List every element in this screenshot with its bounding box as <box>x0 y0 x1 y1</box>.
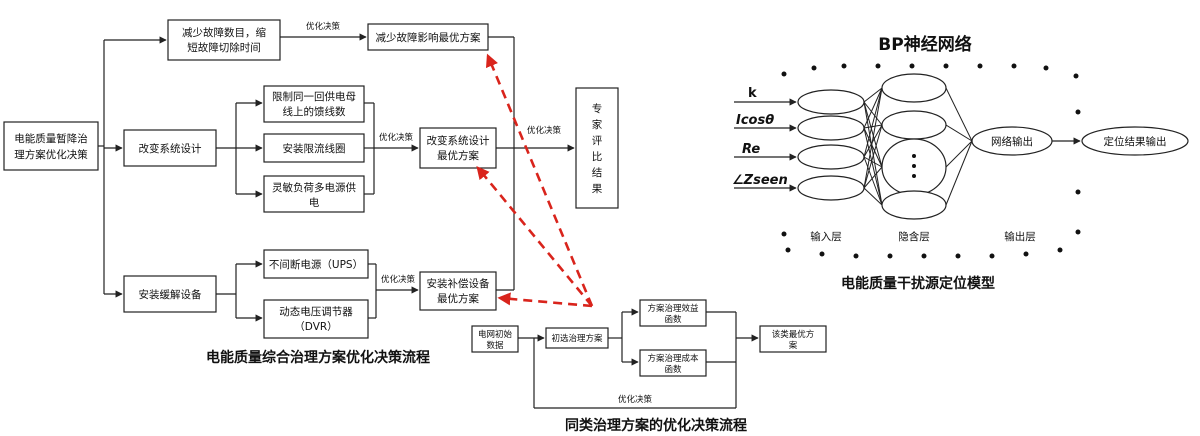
expert-char-3: 评 <box>592 135 603 147</box>
root-label-2: 理方案优化决策 <box>14 148 88 161</box>
sub-func1-box <box>639 299 707 327</box>
bp-layer-hidden: 隐含层 <box>898 230 930 243</box>
branch2-opt3-label-2: 电 <box>309 196 320 209</box>
bp-caption: 电能质量干扰源定位模型 <box>841 275 995 292</box>
bp-input-node-2 <box>797 115 865 141</box>
branch2-label: 改变系统设计 <box>139 142 202 155</box>
sub-best-label-2: 案 <box>789 340 798 351</box>
bp-input-3: Re <box>742 142 760 157</box>
sub-input-label-1: 电网初始 <box>478 329 513 340</box>
branch2-result-label-1: 改变系统设计 <box>427 134 490 147</box>
sub-flowchart: 电网初始 数据 初选治理方案 方案治理效益 函数 方案治理成本 函数 该类最优方… <box>471 299 827 434</box>
sub-initial-label: 初选治理方案 <box>551 333 603 344</box>
branch2-opt1-label-1: 限制同一回供电母 <box>272 90 356 103</box>
bp-hidden-node-4 <box>881 190 947 220</box>
branch3-result-label-1: 安装补偿设备 <box>427 277 490 290</box>
branch3-opt2-label-2: （DVR） <box>294 321 337 333</box>
sub-func1-label-2: 函数 <box>664 314 682 325</box>
sub-func2-box <box>639 349 707 377</box>
bp-hidden-node-2 <box>881 110 947 140</box>
bp-layer-output: 输出层 <box>1004 230 1036 243</box>
sub-best-label-1: 该类最优方 <box>772 329 815 340</box>
branch3-opt2-box <box>263 299 369 339</box>
root-box <box>3 121 99 171</box>
branch1-label-2: 短故障切除时间 <box>187 41 261 54</box>
branch2-result-box <box>419 127 497 169</box>
branch3-arrow-label: 优化决策 <box>381 274 416 285</box>
bp-result-node <box>1081 126 1189 156</box>
sub-input-box <box>471 325 519 353</box>
bp-input-node-3 <box>797 144 865 170</box>
main-flowchart: 电能质量暂降治 理方案优化决策 减少故障数目，缩 短故障切除时间 优化决策 减少… <box>3 19 619 366</box>
branch3-result-box <box>419 271 497 311</box>
sub-func1-label-1: 方案治理效益 <box>647 303 699 314</box>
branch2-opt1-box <box>263 85 365 123</box>
bp-hidden-ellipsis-2 <box>912 164 916 168</box>
bp-input-node-1 <box>797 89 865 115</box>
bp-hidden-node-1 <box>881 73 947 103</box>
branch1-result-label: 减少故障影响最优方案 <box>376 31 481 44</box>
bp-result-label: 定位结果输出 <box>1104 135 1167 148</box>
sub-loop-label: 优化决策 <box>618 394 653 405</box>
branch3-opt2-label-1: 动态电压调节器 <box>279 305 353 318</box>
bp-input-1: k <box>748 86 757 101</box>
expert-char-5: 结 <box>592 166 603 179</box>
branch1-result-box <box>367 23 489 51</box>
bp-connections-1 <box>863 87 883 206</box>
branch3-opt1-label: 不间断电源（UPS） <box>269 258 363 271</box>
expert-box <box>575 87 619 209</box>
branch2-opt2-label: 安装限流线圈 <box>283 142 346 155</box>
sub-func2-label-1: 方案治理成本 <box>647 353 699 364</box>
branch2-opt2-box <box>263 133 365 163</box>
expert-char-4: 比 <box>592 150 603 163</box>
bp-input-2: Icosθ <box>736 113 774 128</box>
bp-connections-2 <box>945 87 973 206</box>
bp-layer-input: 输入层 <box>810 230 842 243</box>
branch1-label-1: 减少故障数目，缩 <box>182 26 266 39</box>
main-flow-caption: 电能质量综合治理方案优化决策流程 <box>206 349 430 366</box>
bp-title: BP神经网络 <box>878 34 971 55</box>
bp-network: BP神经网络 <box>732 34 1189 292</box>
red-arrow-to-branch3 <box>497 292 593 308</box>
expert-char-6: 果 <box>592 183 603 195</box>
bp-hidden-ellipsis-3 <box>912 174 916 178</box>
red-dashed-links <box>476 53 594 308</box>
expert-arrow-label: 优化决策 <box>527 125 562 136</box>
branch1-arrow-label: 优化决策 <box>306 21 341 32</box>
bp-input-4: ∠Zseen <box>732 173 788 188</box>
root-label-1: 电能质量暂降治 <box>14 132 88 145</box>
branch3-label: 安装缓解设备 <box>139 288 202 301</box>
bp-dotted-frame <box>781 63 1081 259</box>
bp-output-label: 网络输出 <box>991 135 1033 148</box>
sub-best-box <box>759 325 827 353</box>
sub-flow-caption: 同类治理方案的优化决策流程 <box>565 417 747 434</box>
sub-input-label-2: 数据 <box>486 340 504 351</box>
red-arrow-to-branch1 <box>485 53 594 307</box>
branch1-box <box>167 19 281 61</box>
branch2-opt3-box <box>263 175 365 213</box>
branch2-opt1-label-2: 线上的馈线数 <box>283 105 346 118</box>
bp-input-arrows <box>734 98 797 192</box>
expert-char-2: 家 <box>592 118 603 131</box>
sub-func2-label-2: 函数 <box>664 364 682 375</box>
branch3-result-label-2: 最优方案 <box>437 292 479 305</box>
branch2-arrow-label: 优化决策 <box>379 132 414 143</box>
branch3-box <box>123 275 217 313</box>
bp-hidden-ellipsis-1 <box>912 154 916 158</box>
expert-char-1: 专 <box>592 102 603 115</box>
branch2-result-label-2: 最优方案 <box>437 149 479 162</box>
bp-input-node-4 <box>797 175 865 201</box>
branch2-opt3-label-1: 灵敏负荷多电源供 <box>272 181 356 194</box>
